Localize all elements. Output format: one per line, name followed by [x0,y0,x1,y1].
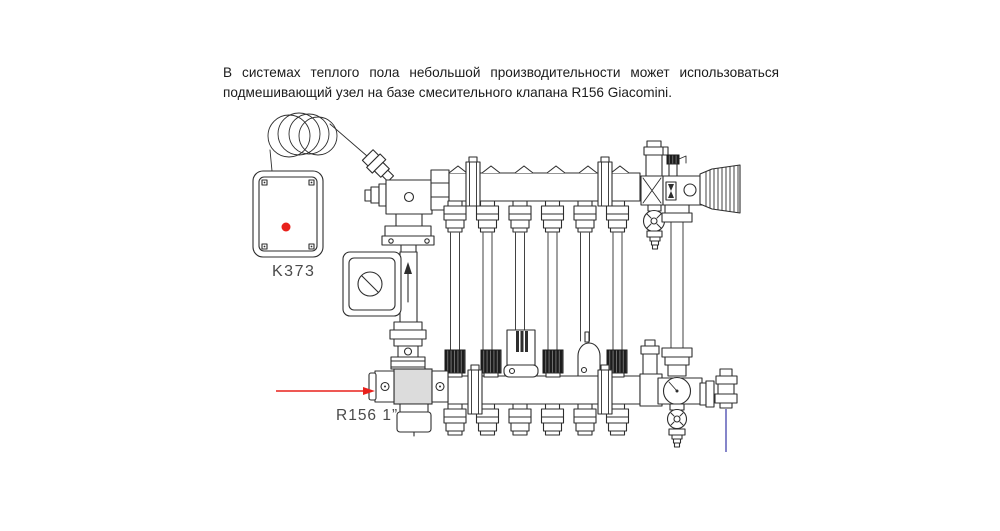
drain-cock-bottom [666,403,688,448]
screw-icon [261,179,315,250]
return-manifold [443,329,641,436]
caption: В системах теплого пола небольшой произв… [223,63,779,103]
manifold-bracket [597,364,613,415]
manifold-bracket [467,364,483,415]
air-vent [643,140,669,177]
caption-line-2: подмешивающий узел на базе смесительного… [223,85,672,100]
thermostat-label: K373 [272,263,315,280]
mixing-valve-top [361,149,450,256]
r156-mixing-valve [368,368,449,437]
manifold-top-marks [448,165,630,174]
return-shutoff-valve [699,368,738,452]
manifold-bracket [465,156,481,207]
capillary-tube [269,123,368,172]
thermometer [657,376,703,406]
caption-line-1: В системах теплого пола небольшой произв… [223,65,779,80]
thermostat-k373: K373 [252,170,324,280]
electrothermic-actuator [503,329,539,378]
manifold-end-valve [640,175,704,206]
bypass-dome-valve [577,331,601,377]
drain-cock-top [642,204,666,250]
right-riser-pipe [661,204,693,377]
thermostatic-sensor [361,149,395,183]
circulation-pump [342,251,427,370]
loop-pipes [450,232,623,353]
capillary-coil [267,112,338,158]
bottom-end-body [639,339,663,407]
supply-manifold [443,156,641,233]
led-indicator-icon [281,222,291,232]
vent-cap [666,154,687,178]
pointer-arrow [276,387,375,395]
mixing-valve-label: R156 1” [336,407,398,424]
manifold-bracket [597,156,613,207]
diagram-canvas: K373 [252,112,741,452]
flow-direction-arrow-icon [404,262,412,303]
shutoff-handwheel [699,164,741,214]
